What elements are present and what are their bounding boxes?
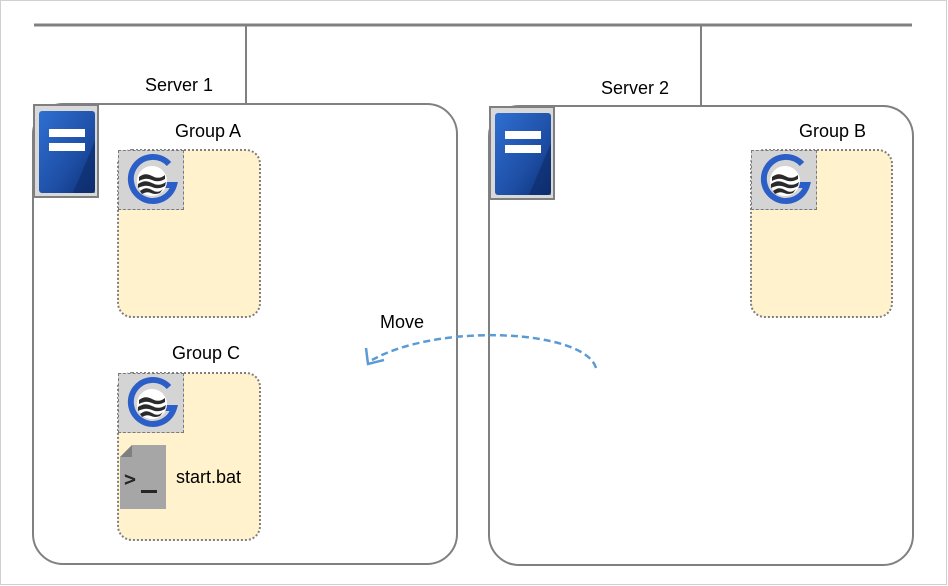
move-label: Move [380, 312, 425, 332]
group-a-cluster-logo-icon [118, 150, 184, 210]
group-b-label: Group B [799, 121, 867, 141]
server-1-icon [33, 104, 99, 198]
move-arrow [371, 333, 598, 369]
group-b-cluster-logo-icon [751, 150, 817, 210]
server-2-label: Server 2 [601, 78, 670, 98]
move-arrow-head [364, 347, 385, 366]
script-file-label: start.bat [176, 467, 242, 487]
terminal-script-icon: > [118, 444, 168, 515]
group-c-label: Group C [172, 343, 241, 363]
svg-text:>: > [124, 467, 136, 491]
server-2-icon [489, 106, 555, 200]
group-c-cluster-logo-icon [118, 373, 184, 433]
server-1-label: Server 1 [145, 75, 214, 95]
group-a-label: Group A [175, 121, 242, 141]
